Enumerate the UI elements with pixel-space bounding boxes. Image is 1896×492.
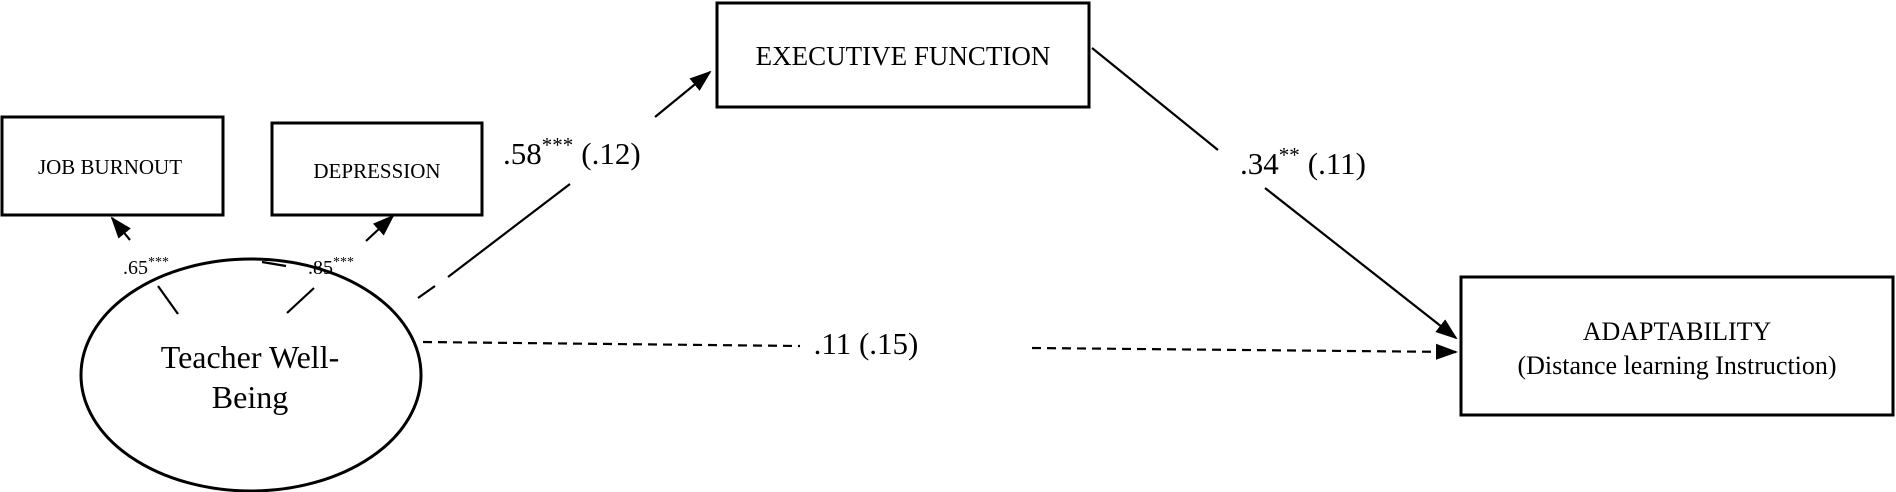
path-wellbeing-to-depression-coef: .85*** [308,255,354,279]
path-wellbeing-to-executive: .58***(.12) [417,70,712,299]
node-teacher-wellbeing-label-line2: Being [212,379,288,415]
path-wellbeing-to-adaptability: .11 (.15) [422,326,1458,361]
path-executive-to-adaptability-coef: .34**(.11) [1240,143,1366,181]
node-teacher-wellbeing-label-line1: Teacher Well- [161,339,339,375]
path-wellbeing-to-burnout: .65*** [110,216,179,315]
node-executive-function-label: EXECUTIVE FUNCTION [756,41,1051,71]
node-job-burnout-label: JOB BURNOUT [38,155,182,179]
node-adaptability-label-line2: (Distance learning Instruction) [1517,351,1836,380]
path-wellbeing-to-burnout-coef: .65*** [123,255,169,279]
node-depression-label: DEPRESSION [313,159,440,183]
path-wellbeing-to-adaptability-coef: .11 (.15) [814,326,919,361]
path-executive-to-adaptability: .34**(.11) [1091,47,1458,340]
node-job-burnout: JOB BURNOUT [0,115,225,217]
node-adaptability-label-line1: ADAPTABILITY [1583,317,1772,346]
node-executive-function: EXECUTIVE FUNCTION [715,1,1091,109]
node-adaptability: ADAPTABILITY (Distance learning Instruct… [1459,275,1895,417]
node-depression: DEPRESSION [270,121,484,217]
path-wellbeing-to-executive-coef: .58***(.12) [503,133,641,171]
path-wellbeing-to-depression: .85*** [261,214,395,314]
node-teacher-wellbeing: Teacher Well- Being [79,257,423,492]
